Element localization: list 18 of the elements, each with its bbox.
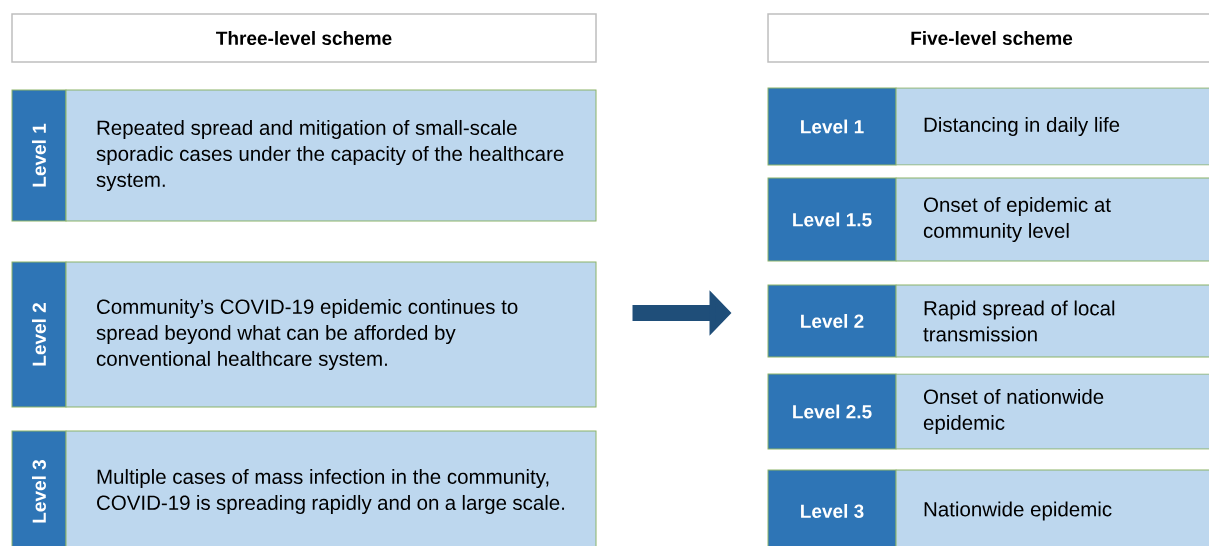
description-box: Repeated spread and mitigation of small-scale sporadic cases under the capacity of the healthcare system. [65,89,597,222]
description-box: Onset of nationwide epidemic [895,373,1209,450]
description-box: Nationwide epidemic [895,469,1209,546]
description-box: Distancing in daily life [895,87,1209,166]
level-tab: Level 2 [11,261,67,408]
level-tab: Level 2.5 [767,373,897,450]
level-tab: Level 1.5 [767,177,897,262]
description-box: Multiple cases of mass infection in the community, COVID-19 is spreading rapidly and on a large scale. [65,430,597,546]
description-box: Community’s COVID-19 epidemic continues to spread beyond what can be afforded by conventional healthcare system. [65,261,597,408]
level-tab: Level 3 [11,430,67,546]
header-box: Three-level scheme [11,13,597,63]
level-tab: Level 3 [767,469,897,546]
level-tab: Level 1 [11,89,67,222]
description-box: Rapid spread of local transmission [895,284,1209,358]
description-box: Onset of epidemic at community level [895,177,1209,262]
level-tab: Level 2 [767,284,897,358]
header-box: Five-level scheme [767,13,1209,63]
level-tab: Level 1 [767,87,897,166]
